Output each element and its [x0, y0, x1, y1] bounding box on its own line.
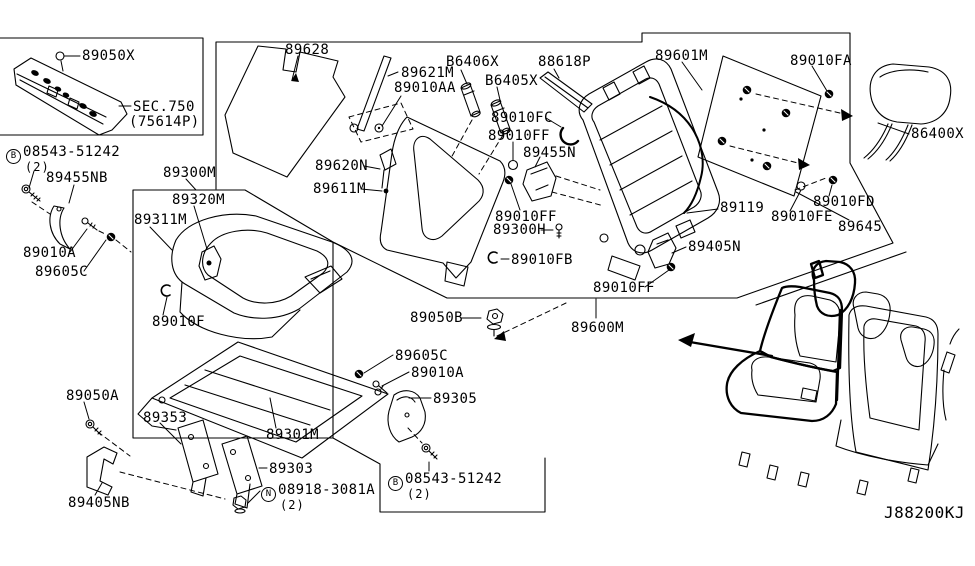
nut-89050b-icon: [486, 308, 504, 337]
label-89645: 89645: [838, 219, 883, 235]
bolt-b-icon-1: [21, 184, 41, 202]
crescent-clip-icon: [559, 126, 580, 146]
label-b6405x: B6405X: [485, 73, 538, 89]
rod-89119-art: [649, 96, 704, 214]
screw-icon: [55, 51, 65, 61]
label-89050a: 89050A: [66, 388, 119, 404]
stud-89010a-icon-1: [81, 217, 98, 231]
label-75614p: (75614P): [129, 114, 200, 130]
label-89405nb: 89405NB: [68, 495, 130, 511]
label-89455nb: 89455NB: [46, 170, 108, 186]
holder-pin-b6406x-icon: [460, 82, 481, 118]
circled-b-icon: B: [388, 476, 403, 491]
bracket-89405n-art: [647, 232, 677, 269]
label-b6406x: B6406X: [446, 54, 499, 70]
circled-n-icon: N: [261, 487, 276, 502]
label-88618p: 88618P: [538, 54, 591, 70]
label-89405n: 89405N: [688, 239, 741, 255]
bolt-b-icon-2: [421, 443, 438, 460]
label-89605c-2: 89605C: [395, 348, 448, 364]
label-89010a-1: 89010A: [23, 245, 76, 261]
bracket-89305-art: [387, 390, 426, 443]
label-89311m: 89311M: [134, 212, 187, 228]
strip-89621m-art: [349, 55, 392, 133]
label-bolt-qty-1: (2): [25, 160, 50, 174]
stud-89010a-icon-2: [372, 380, 388, 394]
parcel-shelf-art: [13, 51, 128, 136]
screw-89300h-icon: [555, 223, 563, 239]
label-89303: 89303: [269, 461, 314, 477]
label-89621m: 89621M: [401, 65, 454, 81]
label-89010ff-3: 89010FF: [593, 280, 655, 296]
circled-b-icon: B: [6, 149, 21, 164]
label-89353: 89353: [143, 410, 188, 426]
label-89010aa: 89010AA: [394, 80, 456, 96]
c-clip-icons: [160, 251, 498, 297]
frame-89301m-art: [137, 341, 389, 459]
label-bolt-qty-2: (2): [407, 487, 432, 501]
bolt-number: 08543-51242: [23, 144, 121, 160]
bracket-89455nb-art: [49, 205, 71, 250]
label-89010a-2: 89010A: [411, 365, 464, 381]
headrest-86400x-art: [863, 63, 952, 162]
diagram-code: J88200KJ: [884, 503, 966, 522]
label-89300h: 89300H: [493, 222, 546, 238]
label-89010fa: 89010FA: [790, 53, 852, 69]
label-86400x: 86400X: [911, 126, 964, 142]
label-89300m: 89300M: [163, 165, 216, 181]
strip-88618p-art: [539, 71, 593, 113]
region-boundaries: [0, 32, 907, 513]
label-89320m: 89320M: [172, 192, 225, 208]
label-89628: 89628: [285, 42, 330, 58]
label-89605c-1: 89605C: [35, 264, 88, 280]
bolt-number: 08543-51242: [405, 471, 503, 487]
cover-89405nb-art: [86, 446, 118, 496]
leg-89303-art: [221, 435, 263, 509]
board-89645-art: [697, 55, 822, 197]
leader-lines: [28, 55, 910, 504]
screw-89050a-icon: [85, 419, 102, 436]
ring-clip-icon: [507, 159, 806, 191]
bracket-89320m-art: [198, 245, 222, 281]
label-89010fb: 89010FB: [511, 252, 573, 268]
frame-89601m-art: [578, 58, 721, 281]
label-89611m: 89611M: [313, 181, 366, 197]
nut-number: 08918-3081A: [278, 482, 376, 498]
label-89620n: 89620N: [315, 158, 368, 174]
label-89010fd: 89010FD: [813, 194, 875, 210]
nut-n-icon: [232, 495, 247, 514]
seat-illustration: [725, 259, 960, 496]
rosette-highlights: [108, 87, 836, 377]
label-89010ff-1: 89010FF: [488, 128, 550, 144]
label-89305: 89305: [433, 391, 478, 407]
holder-pin-b6405x-icon: [490, 99, 511, 135]
label-89601m: 89601M: [655, 48, 708, 64]
pointer-arrow: [678, 333, 774, 358]
bracket-89455n-art: [522, 161, 557, 202]
label-89119: 89119: [720, 200, 765, 216]
label-89600m: 89600M: [571, 320, 624, 336]
leg-89353-art: [177, 419, 219, 497]
label-89301m: 89301M: [266, 427, 319, 443]
label-89010f: 89010F: [152, 314, 205, 330]
label-nut-qty: (2): [280, 498, 305, 512]
dashed-leaders: [31, 93, 841, 500]
label-89010fc: 89010FC: [491, 110, 553, 126]
label-89050x: 89050X: [82, 48, 135, 64]
label-sec750: SEC.750: [133, 99, 195, 115]
label-89010ff-2: 89010FF: [495, 209, 557, 225]
label-89455n: 89455N: [523, 145, 576, 161]
panel-89628-art: [224, 45, 346, 178]
label-89010fe: 89010FE: [771, 209, 833, 225]
cushion-89311m-art: [171, 213, 353, 340]
label-89050b: 89050B: [410, 310, 463, 326]
backrest-89620n-art: [379, 116, 506, 287]
